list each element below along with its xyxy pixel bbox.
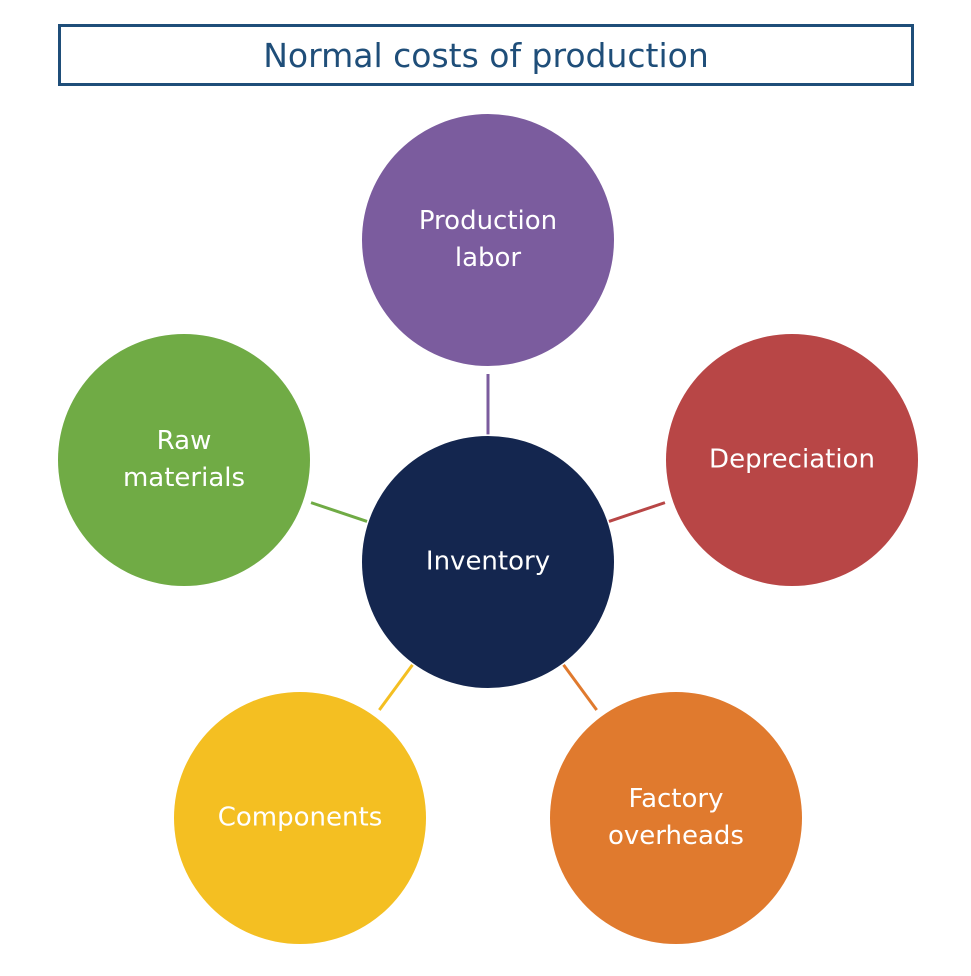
connector-depreciation [608,501,666,523]
node-inventory: Inventory [362,436,614,688]
diagram-title-text: Normal costs of production [263,35,709,75]
connector-components [378,663,414,711]
production-labor-circle [362,114,614,366]
depreciation-label: Depreciation [709,445,875,475]
node-components: Components [174,692,426,944]
connector-factory-overheads [562,663,598,711]
inventory-circle [362,436,614,688]
diagram-title: Normal costs of production [58,24,914,86]
factory-overheads-circle [550,692,802,944]
raw-materials-circle [58,334,310,586]
connector-raw-materials [310,501,368,523]
inventory-label: Inventory [426,547,550,577]
components-label: Components [218,803,383,833]
connector-group [310,374,666,711]
node-depreciation: Depreciation [666,334,918,586]
components-circle [174,692,426,944]
depreciation-circle [666,334,918,586]
